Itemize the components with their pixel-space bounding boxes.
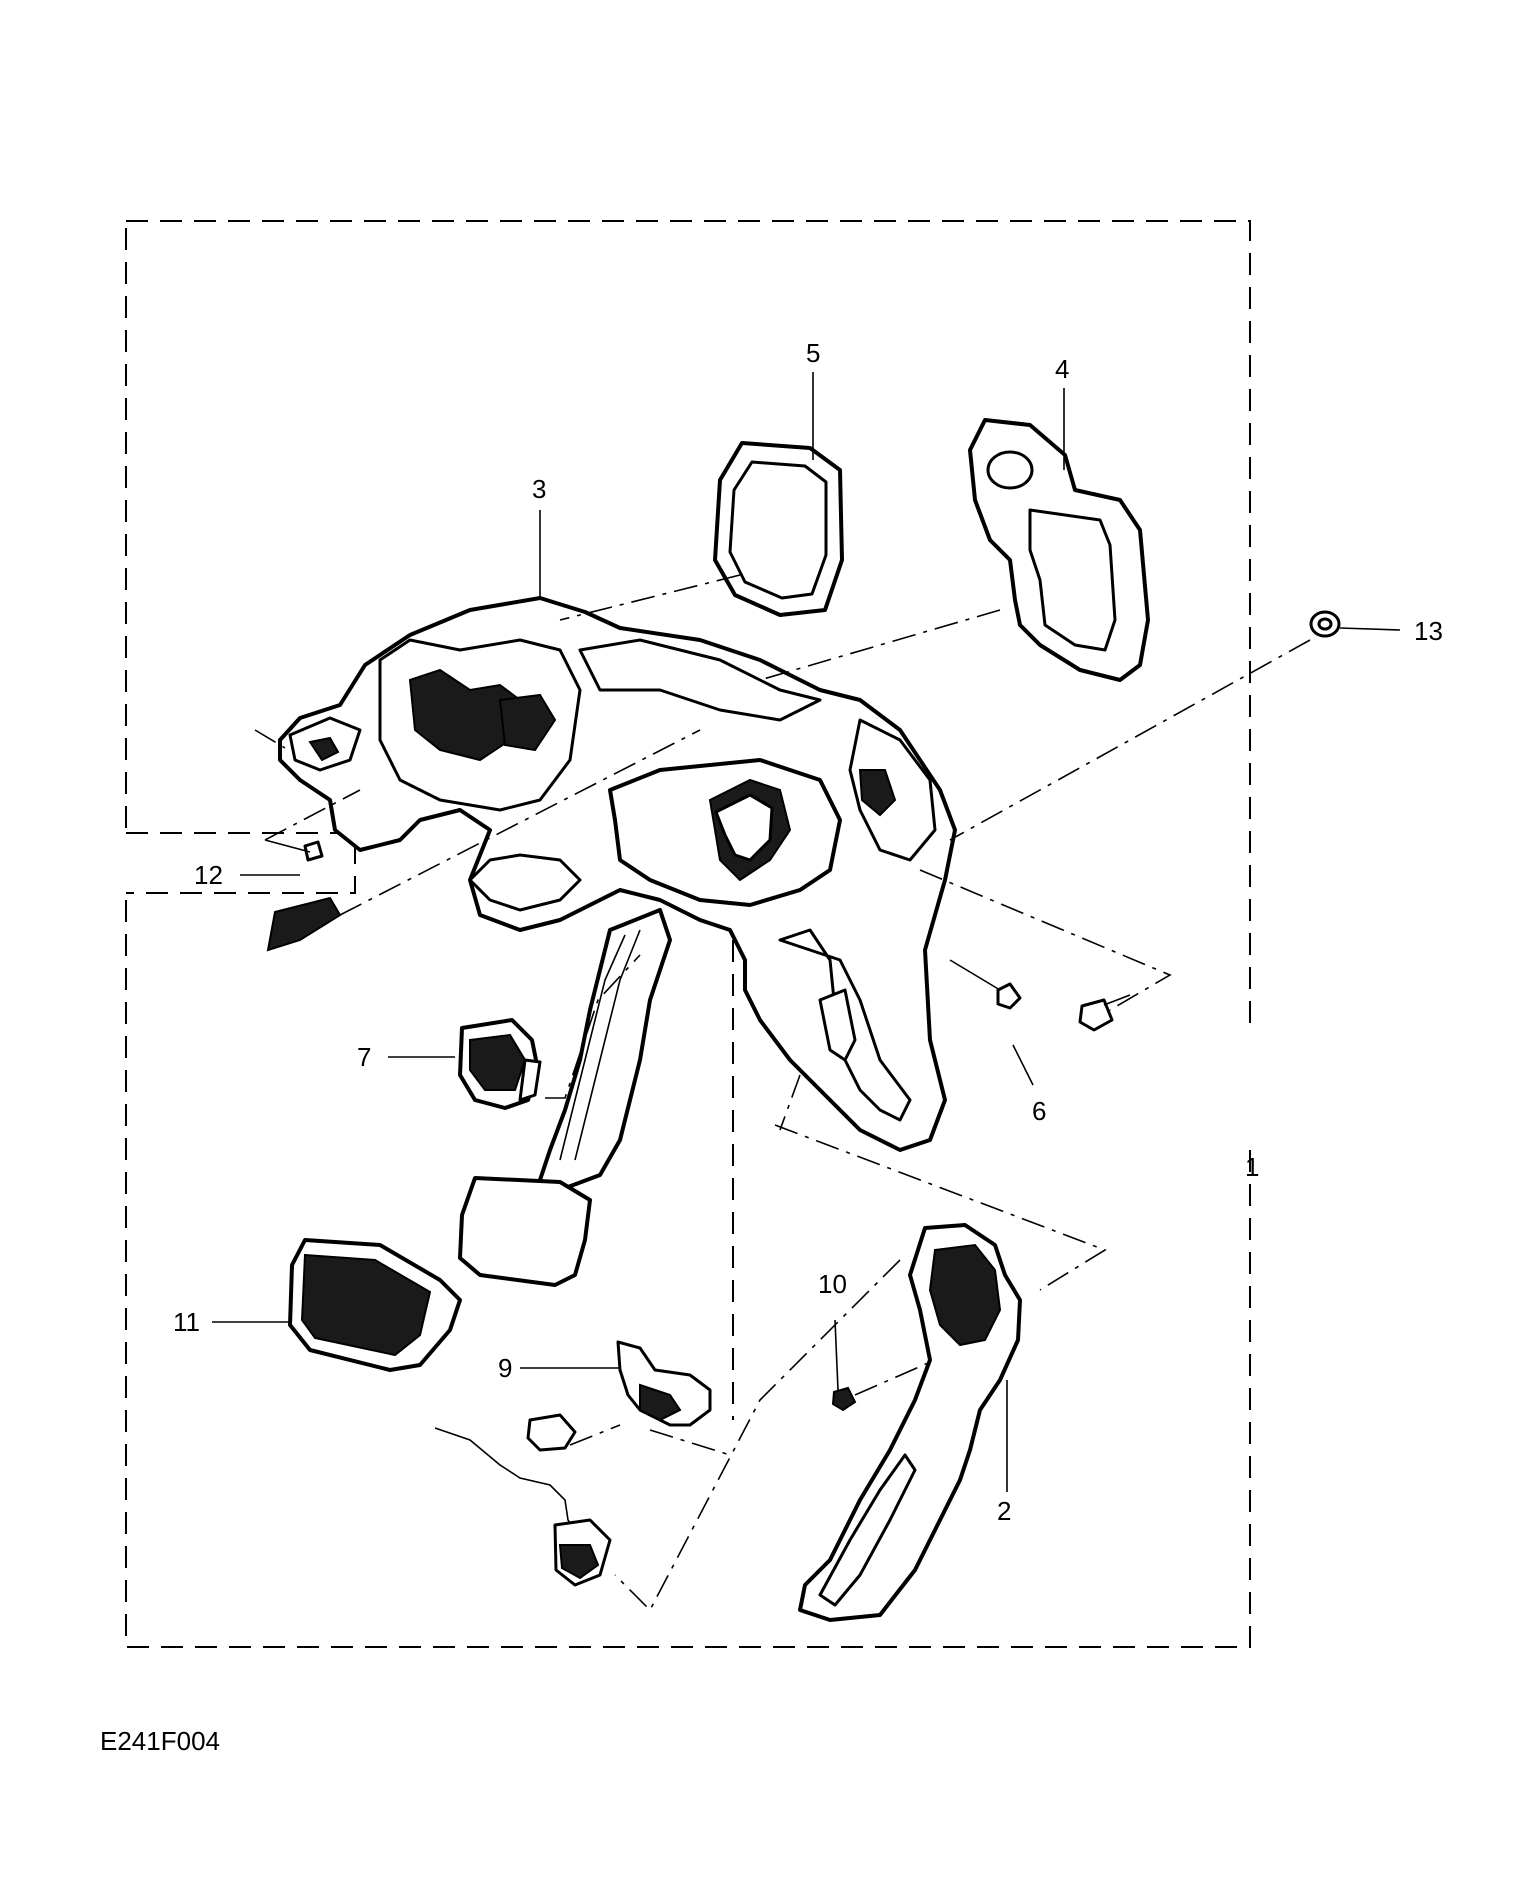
sensor-harness-9 xyxy=(434,1340,712,1587)
assembly-boundary xyxy=(125,220,1251,1648)
callout-12: 12 xyxy=(194,860,223,890)
bolt-right xyxy=(1078,994,1131,1032)
pedal-pad-11 xyxy=(288,1238,462,1372)
callout-9: 9 xyxy=(498,1353,512,1383)
nut-10 xyxy=(831,1386,857,1412)
bolt-6 xyxy=(949,959,1022,1010)
sub-boundary-12 xyxy=(126,832,356,894)
callout-4: 4 xyxy=(1055,354,1069,384)
pedal-arm xyxy=(458,908,672,1287)
callout-11: 11 xyxy=(173,1307,200,1337)
callout-5: 5 xyxy=(806,338,820,368)
gasket-4 xyxy=(968,418,1150,682)
accelerator-pedal-2 xyxy=(798,1223,1022,1622)
callout-leaders xyxy=(212,372,1401,1492)
gasket-5 xyxy=(713,441,844,617)
callout-labels: 1 2 3 4 5 6 7 9 10 11 12 13 xyxy=(173,338,1443,1526)
callout-1: 1 xyxy=(1245,1152,1259,1182)
grommet-13 xyxy=(1309,610,1341,638)
callout-13: 13 xyxy=(1414,616,1443,646)
callout-7: 7 xyxy=(357,1042,371,1072)
pedal-box-bracket xyxy=(278,596,957,1152)
figure-reference-code: E241F004 xyxy=(100,1726,220,1756)
assembly-lines xyxy=(254,574,1311,1612)
callout-2: 2 xyxy=(997,1496,1011,1526)
switch-7 xyxy=(458,1018,542,1110)
callout-3: 3 xyxy=(532,474,546,504)
callout-6: 6 xyxy=(1032,1096,1046,1126)
bolt-12 xyxy=(264,839,342,952)
callout-10: 10 xyxy=(818,1269,847,1299)
